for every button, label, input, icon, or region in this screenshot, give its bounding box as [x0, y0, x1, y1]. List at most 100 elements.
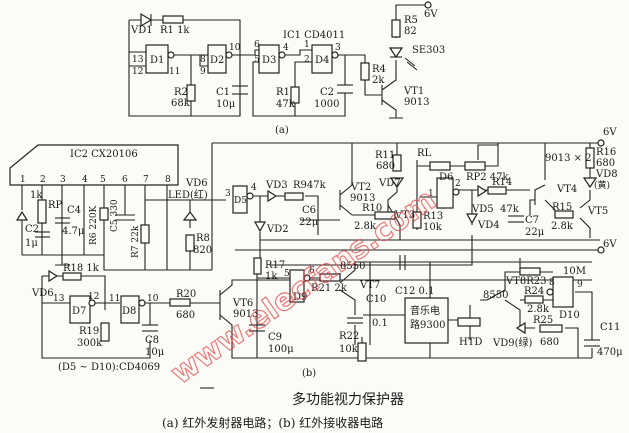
pin-label: 13	[53, 294, 65, 304]
pin-label: 6	[254, 40, 260, 50]
vd7-led-icon	[389, 177, 405, 189]
r2-value: 68k	[171, 98, 191, 109]
d5-gate	[232, 185, 248, 214]
r10-resistor	[374, 211, 396, 220]
r21-resistor	[319, 273, 341, 282]
circuit-a: VD1 R1 1k D1 13 12 11 D2 8 9 10 D3 6 5 4…	[128, 1, 445, 136]
r25-resistor	[539, 324, 563, 333]
rp-potentiometer	[37, 199, 47, 224]
c6-label: C6	[302, 205, 316, 216]
d4-gate	[311, 44, 333, 74]
vd6-label: VD6	[185, 178, 208, 189]
pin-label: 3	[225, 189, 231, 199]
music-chip-9300	[404, 297, 449, 344]
supply-label: 6V	[603, 239, 617, 250]
c10-label: C10	[366, 294, 386, 305]
pin-label: 3	[60, 175, 66, 185]
pin-label: 5	[100, 175, 106, 185]
vd6b-diode-icon	[48, 269, 59, 283]
r1-label: R1 1k	[160, 25, 190, 36]
pin-label: 3	[335, 43, 341, 53]
r24-resistor	[524, 295, 544, 304]
r17-value: 1k	[265, 271, 278, 282]
r23-resistor	[519, 267, 541, 276]
r18-label: R18 1k	[63, 263, 100, 274]
vd6-led-icon	[182, 211, 198, 221]
pin-label: 5	[254, 55, 260, 65]
vd9-led-icon	[515, 321, 526, 335]
c2-label: C2	[320, 87, 334, 98]
pin-label: 2	[455, 179, 461, 189]
c1-value: 10μ	[216, 99, 236, 110]
r16-value: 680	[596, 158, 615, 169]
r22-value: 10k	[339, 344, 359, 355]
r22-label: R22	[339, 331, 359, 342]
c9-label: C9	[268, 332, 282, 343]
led-label: LED(红)	[168, 188, 208, 201]
vt7-label: VT7	[359, 280, 380, 291]
r1k-label: 1k	[30, 190, 43, 201]
pin-label: 6	[309, 266, 315, 276]
c5-label: C5 330	[110, 199, 120, 232]
r24-label: R24	[524, 286, 544, 297]
r20-resistor	[169, 298, 191, 307]
r1b-resistor	[290, 86, 300, 104]
r1b-label: R1	[276, 87, 290, 98]
r19-resistor	[100, 322, 110, 342]
pin-label: 8	[549, 278, 555, 288]
pin-label: 1	[20, 175, 26, 185]
r11-value: 680	[376, 161, 395, 172]
r11-resistor	[392, 154, 402, 172]
d7-gate	[69, 295, 91, 324]
vd1-diode-icon	[140, 12, 153, 28]
r21-label: R21 2k	[311, 283, 348, 294]
vd4-label: VD4	[477, 220, 500, 231]
rl-photoresistor	[429, 161, 451, 171]
pin-label: 2	[304, 55, 310, 65]
d1-label: D1	[150, 55, 164, 66]
r13-value: 10k	[423, 222, 443, 233]
rl-label: RL	[417, 148, 432, 159]
supply-label: 6V	[603, 127, 617, 138]
circuit-b-label: (b)	[302, 368, 316, 379]
vd2-diode-icon	[253, 221, 267, 233]
vt8-type: 8550	[483, 290, 508, 301]
r25-value: 680	[540, 337, 559, 348]
r1-resistor	[162, 15, 184, 24]
ic2-pins: 1 2 3 4 5 6 7 8	[20, 175, 171, 185]
pin-label: 13	[132, 55, 144, 65]
r9-resistor	[284, 192, 304, 201]
r14-label: R14	[492, 177, 512, 188]
pin-label: 4	[251, 183, 257, 193]
vt4-label: VT4	[556, 184, 577, 195]
c4-value: 4.7μ	[62, 226, 85, 237]
pin-label: 5	[284, 269, 290, 279]
pin-label: 8	[165, 175, 171, 185]
pin-label: 1	[304, 40, 310, 50]
se303-led-icon	[388, 47, 404, 59]
c7-value: 22μ	[525, 227, 545, 238]
d6-label: D6	[439, 172, 453, 183]
r2-label: R2	[174, 87, 188, 98]
d3-gate	[258, 44, 280, 74]
figure-title: 多功能视力保护器	[292, 391, 404, 408]
pin-label: 9	[200, 67, 206, 77]
r20-label: R20	[176, 289, 196, 300]
vd9-label: VD9(绿)	[492, 336, 533, 349]
r1b-value: 47k	[276, 99, 296, 110]
pin-label: 6	[122, 175, 128, 185]
vd7-label: VD7	[378, 178, 401, 189]
r4-label: R4	[372, 64, 386, 75]
ic2-chip	[9, 144, 179, 186]
d8-gate	[120, 295, 140, 324]
r8-label: R8	[196, 233, 210, 244]
r7-label: R7 22k	[131, 225, 141, 258]
vd4-diode-icon	[465, 213, 479, 225]
vt5-label: VT5	[587, 206, 608, 217]
r13-resistor	[412, 211, 422, 229]
r15-value: 2.8k	[551, 221, 574, 232]
r25-label: R25	[533, 315, 553, 326]
pin-label: 11	[109, 294, 120, 304]
ic-note: (D5 ~ D10):CD4069	[58, 362, 160, 373]
